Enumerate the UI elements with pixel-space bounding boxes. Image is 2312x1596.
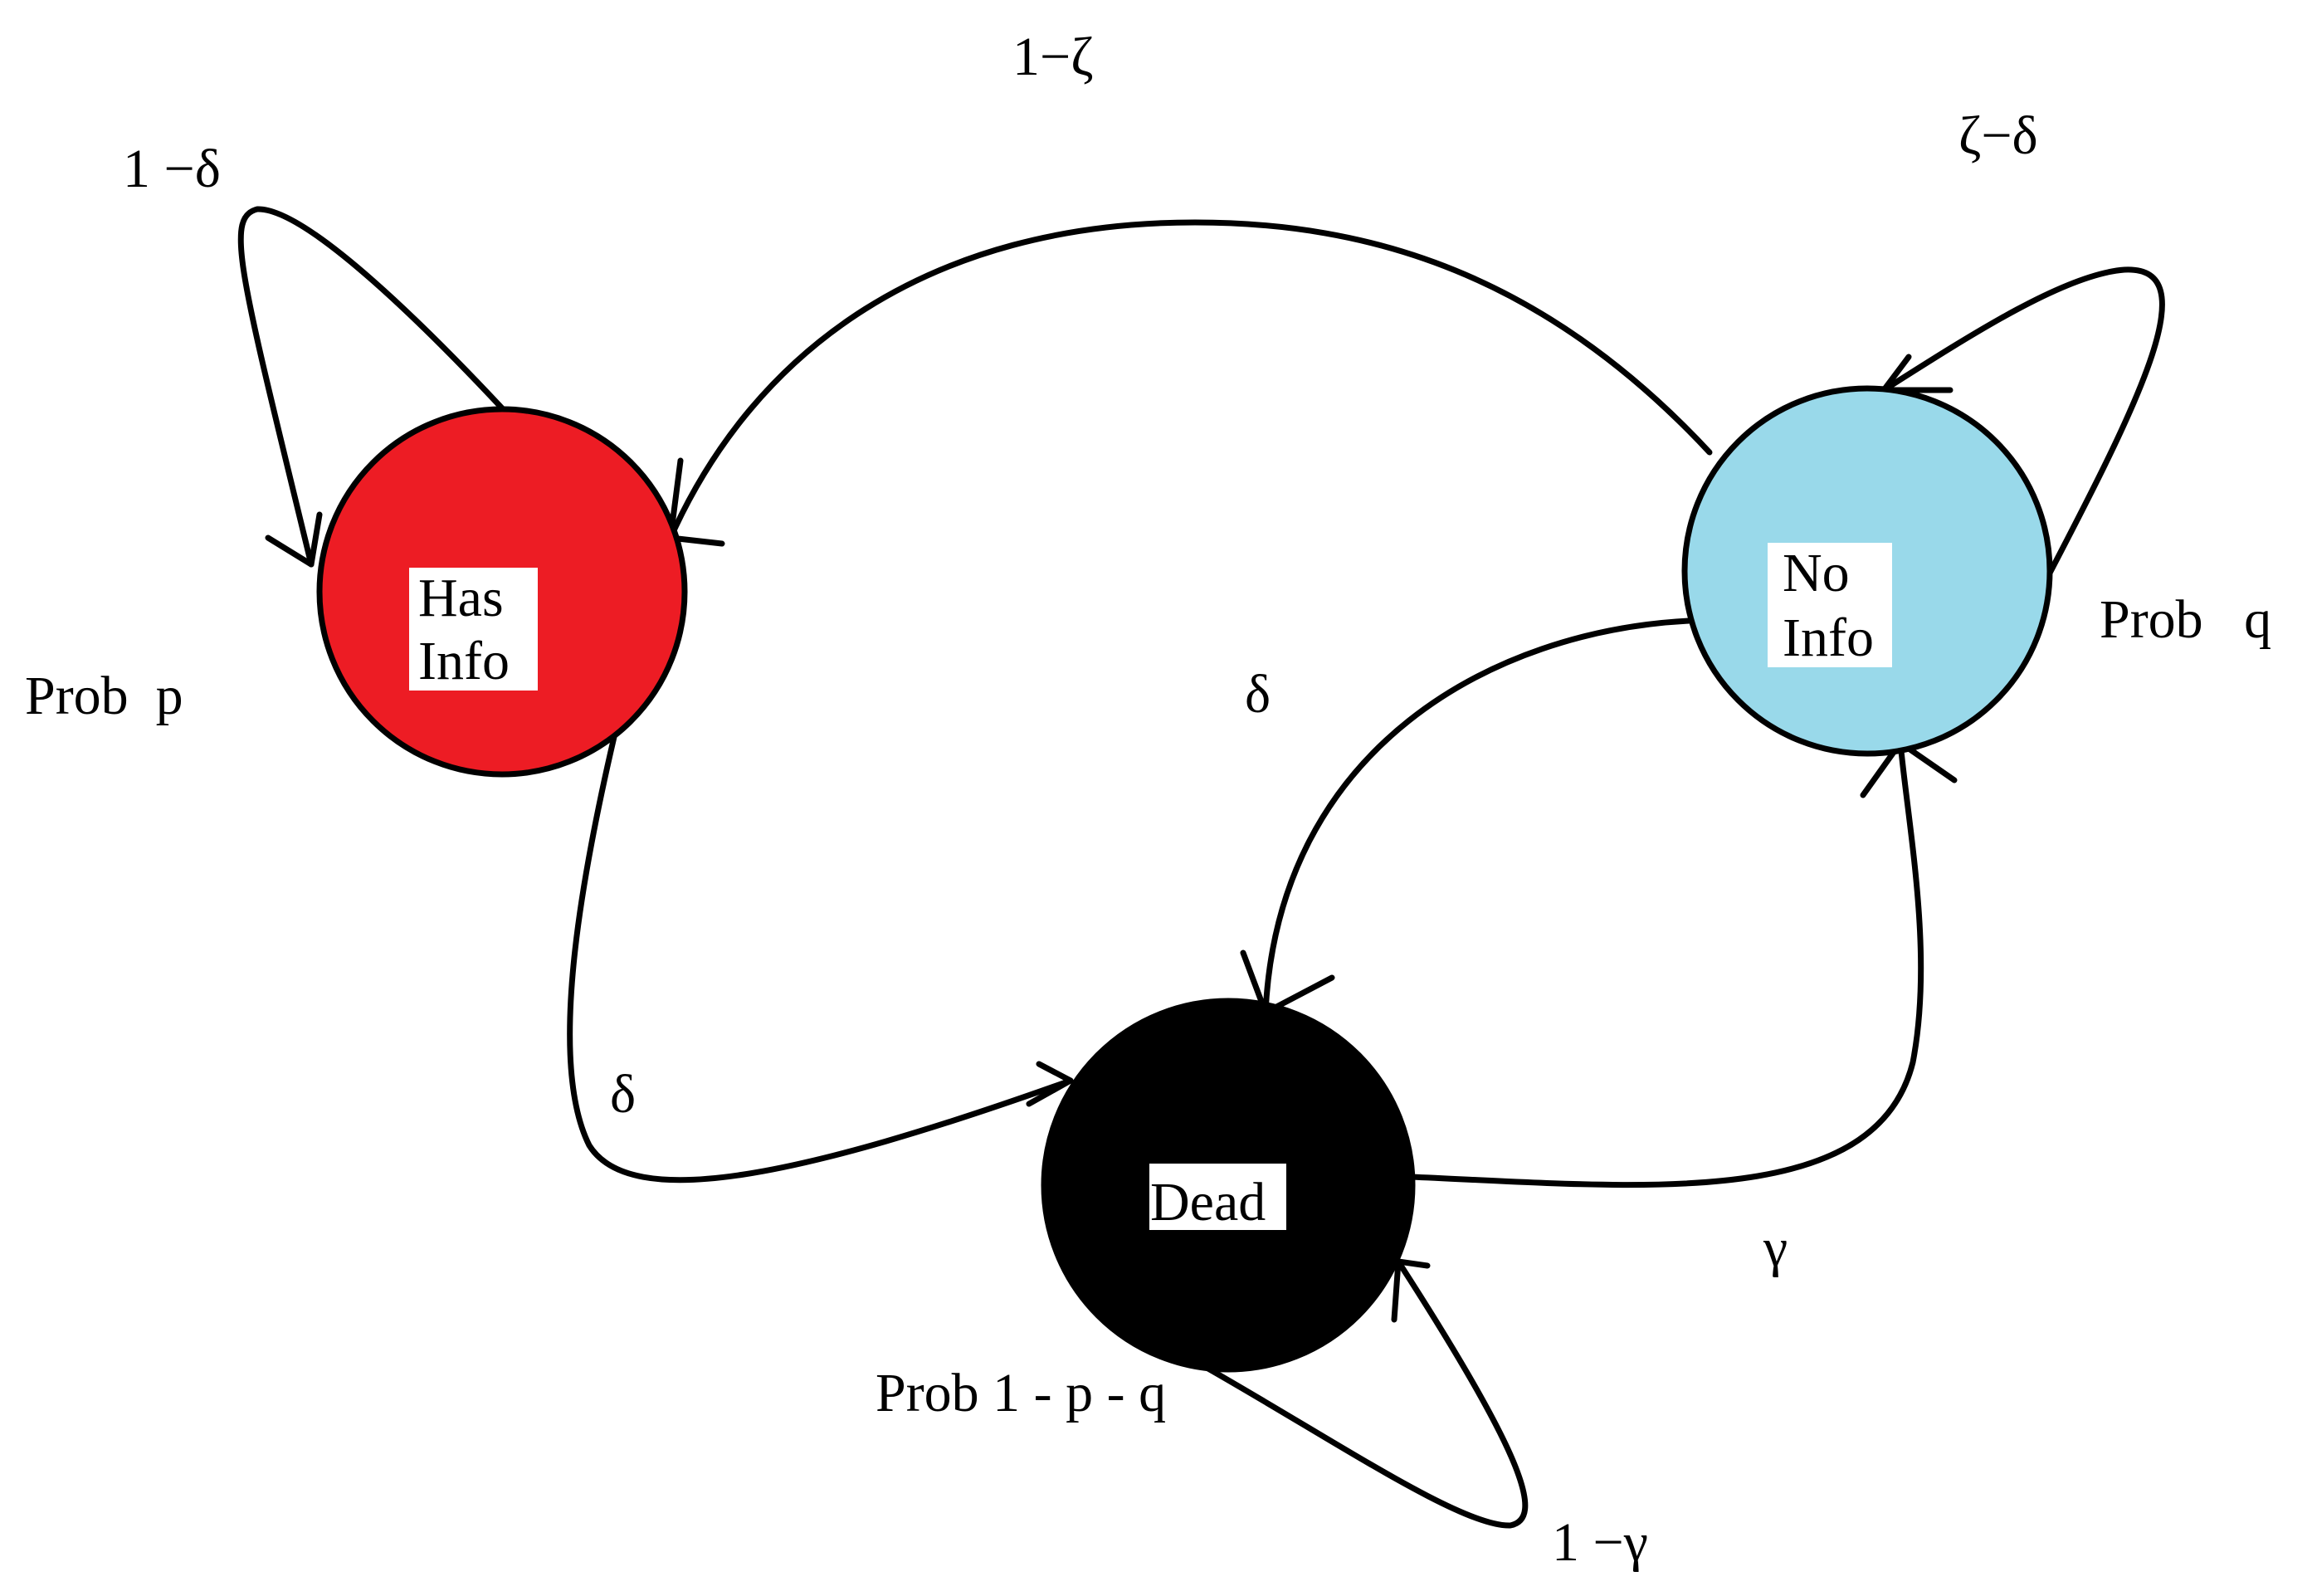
- dead-prob-label: Prob 1 - p - q: [876, 1363, 1166, 1423]
- no-info-prob-label: Prob q: [2100, 589, 2271, 650]
- edge-no-info-to-has-info: [667, 219, 1713, 547]
- dead-self-loop-label: 1 −γ: [1552, 1512, 1648, 1573]
- has-info-self-loop-label: 1 −δ: [123, 139, 221, 199]
- no-info-label-line1: No: [1783, 543, 1850, 603]
- dead-to-no-info-label: γ: [1763, 1218, 1788, 1278]
- has-info-prob-label: Prob p: [25, 666, 183, 726]
- no-info-label-line2: Info: [1783, 608, 1874, 668]
- node-has-info: Has Info: [316, 406, 688, 778]
- edge-has-info-self-loop: [237, 206, 518, 568]
- dead-label: Dead: [1150, 1172, 1266, 1232]
- node-no-info: No Info: [1681, 385, 2053, 757]
- node-dead: Dead: [1041, 998, 1416, 1373]
- has-info-label-line1: Has: [418, 568, 504, 628]
- has-info-label-line2: Info: [418, 631, 510, 691]
- edge-has-info-to-dead: [567, 734, 1074, 1184]
- no-info-to-dead-label: δ: [1245, 664, 1271, 725]
- edge-no-info-to-dead: [1240, 617, 1692, 1016]
- no-info-to-has-info-label: 1−ζ: [1012, 27, 1094, 87]
- edge-dead-to-no-info: [1407, 739, 1958, 1188]
- no-info-self-loop-label: ζ−δ: [1958, 105, 2038, 166]
- has-info-to-dead-label: δ: [610, 1064, 636, 1125]
